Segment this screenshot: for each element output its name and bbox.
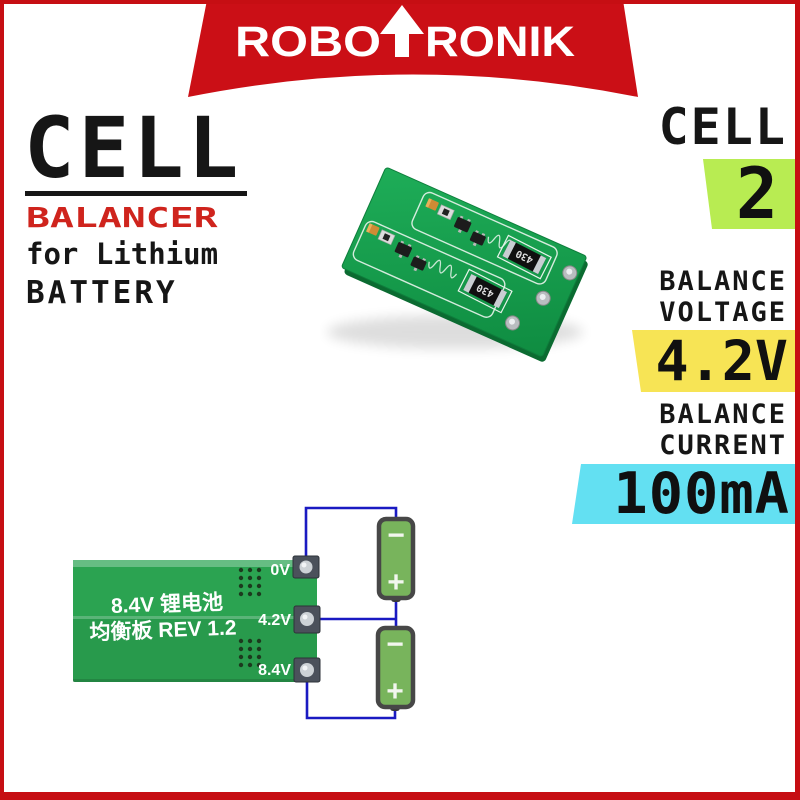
balance-current-value: 100mA: [613, 461, 790, 527]
wire-0v: [304, 506, 398, 567]
balance-current-label-line1: BALANCE: [659, 399, 787, 430]
transistor: [394, 240, 412, 259]
terminal-pad-4v2: [293, 605, 321, 634]
resistor-430: 430: [457, 268, 513, 314]
balance-current-label: BALANCE CURRENT: [659, 399, 787, 461]
terminal-label-8v4: 8.4V: [258, 662, 291, 679]
via-dots: [238, 567, 262, 597]
via-dots: [238, 638, 262, 668]
terminal-label-0v: 0V: [270, 562, 290, 579]
product-photo: 430 430: [327, 167, 588, 362]
pcb-board: 430 430: [341, 167, 587, 357]
solder-pad: [535, 290, 551, 306]
terminal-label-4v2: 4.2V: [258, 612, 291, 629]
subtitle: BALANCER: [26, 201, 218, 234]
serpentine-trace: [428, 259, 458, 279]
title-underline: [25, 191, 247, 196]
transistor: [454, 215, 472, 234]
balance-current-label-line2: CURRENT: [659, 430, 787, 461]
wiring-diagram: 8.4V 锂电池 均衡板 REV 1.2 0V 4.2V 8.4V: [73, 506, 416, 720]
transistor: [410, 255, 427, 272]
balance-current-badge: 100mA: [572, 461, 800, 527]
solder-pad: [505, 315, 521, 331]
terminal-pad-0v: [292, 555, 320, 579]
balance-voltage-badge: 4.2V: [632, 329, 800, 393]
cell-count-value: 2: [735, 153, 778, 235]
diagram-pcb: 8.4V 锂电池 均衡板 REV 1.2 0V 4.2V 8.4V: [73, 560, 317, 682]
battery1-negative-sign: −: [387, 519, 405, 552]
board-silkscreen-line2: 均衡板 REV 1.2: [89, 615, 237, 644]
tagline-line1: for Lithium: [26, 237, 219, 271]
brand-text-left: ROBO: [235, 18, 381, 66]
resistor-430: 430: [496, 234, 552, 280]
tagline-line2: BATTERY: [26, 275, 178, 311]
brand-banner: ROBO RONIK: [188, 0, 638, 97]
cell-count-badge: 2: [703, 159, 800, 229]
battery-cell-1: − +: [376, 516, 416, 602]
cell-count-label: CELL: [658, 98, 787, 156]
terminal-pad-8v4: [293, 657, 321, 683]
board-silkscreen-line1: 8.4V 锂电池: [111, 590, 224, 618]
page-title: CELL: [24, 99, 243, 197]
brand-text-right: RONIK: [425, 18, 575, 66]
balance-voltage-value: 4.2V: [655, 329, 788, 393]
balance-voltage-label-line1: BALANCE: [659, 266, 787, 297]
battery2-negative-sign: −: [386, 628, 404, 661]
ribbon-banner-shape: [188, 0, 638, 97]
up-arrow-icon: [380, 5, 424, 57]
battery1-positive-sign: +: [387, 566, 405, 599]
balance-voltage-label: BALANCE VOLTAGE: [659, 266, 787, 328]
wire-8v4: [305, 680, 397, 720]
transistor: [469, 230, 486, 247]
balance-voltage-label-line2: VOLTAGE: [659, 297, 787, 328]
solder-pad: [562, 265, 578, 281]
battery2-positive-sign: +: [386, 675, 404, 708]
battery-cell-2: − +: [375, 625, 416, 711]
